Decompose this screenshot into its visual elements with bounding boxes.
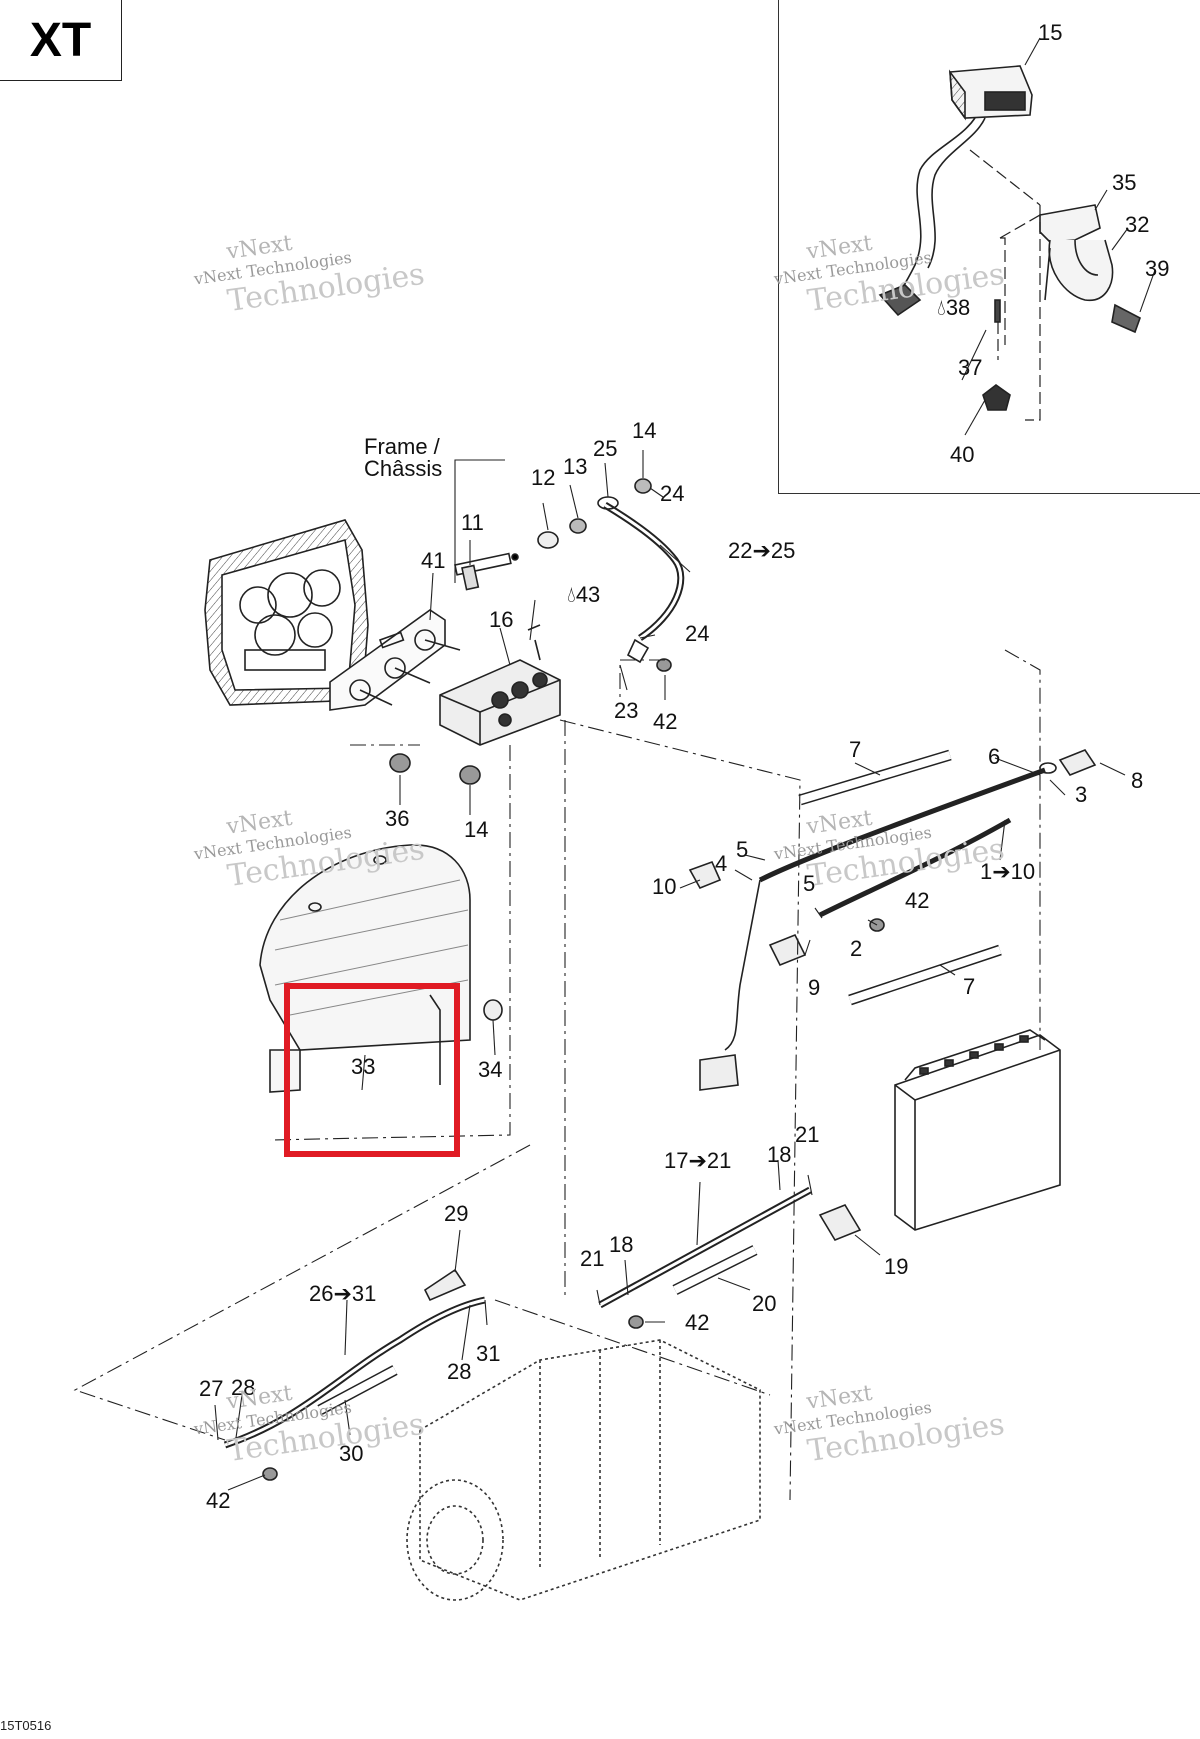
nuts-and-caps [262, 658, 885, 1481]
callout-22-25: 22➔25 [728, 538, 796, 563]
callout-28-right: 28 [447, 1359, 472, 1384]
cable-17-21 [598, 1186, 862, 1309]
callout-2: 2 [850, 936, 863, 961]
callout-42-middle: 42 [905, 888, 930, 913]
callout-34: 34 [478, 1057, 503, 1082]
callout-20: 20 [752, 1291, 777, 1316]
callout-38: 💧︎38 [937, 295, 971, 320]
callout-31: 31 [476, 1341, 501, 1366]
callout-7-upper: 7 [849, 737, 862, 762]
callout-39: 39 [1145, 256, 1170, 281]
callout-17-21: 17➔21 [664, 1148, 732, 1173]
cable-26-31 [223, 1268, 486, 1449]
gauge-assembly [878, 37, 1156, 436]
callout-4: 4 [715, 851, 728, 876]
callout-12: 12 [531, 465, 556, 490]
callout-7-lower: 7 [963, 974, 976, 999]
highlight-box-33[interactable] [284, 983, 460, 1157]
callout-35: 35 [1112, 170, 1137, 195]
frame-plate [204, 519, 369, 706]
callout-21-left: 21 [580, 1246, 605, 1271]
callout-25: 25 [593, 436, 618, 461]
callout-18-left: 18 [609, 1232, 634, 1257]
callout-5-upper: 5 [736, 837, 749, 862]
starter-solenoid [439, 624, 561, 746]
callout-27: 27 [199, 1376, 224, 1401]
model-tag: XT [0, 0, 122, 81]
callout-21-right: 21 [795, 1122, 820, 1147]
callout-41: 41 [421, 548, 446, 573]
callout-10: 10 [652, 874, 677, 899]
callout-30: 30 [339, 1441, 364, 1466]
drawing-code: 15T0516 [0, 1718, 52, 1733]
callout-36: 36 [385, 806, 410, 831]
callout-6: 6 [988, 744, 1001, 769]
callout-42-upper: 42 [653, 709, 678, 734]
callout-15: 15 [1038, 20, 1063, 45]
fasteners-upper [454, 459, 652, 591]
starter-motor [406, 1339, 761, 1601]
callout-33: 33 [351, 1054, 376, 1079]
callout-18-right: 18 [767, 1142, 792, 1167]
callout-29: 29 [444, 1201, 469, 1226]
frame-label: Frame /Châssis [364, 434, 443, 481]
callout-3: 3 [1075, 782, 1088, 807]
inset-detail-frame [778, 0, 1200, 494]
callout-28-left: 28 [231, 1375, 256, 1400]
callout-9: 9 [808, 975, 821, 1000]
callout-42-bottom: 42 [206, 1488, 231, 1513]
callout-11: 11 [461, 510, 484, 535]
callout-1-10: 1➔10 [980, 859, 1036, 884]
callout-40: 40 [950, 442, 975, 467]
routing-lines [73, 649, 1041, 1501]
callout-43: 💧︎43 [567, 582, 601, 607]
battery-cables [688, 749, 1097, 1091]
callout-24-lower: 24 [685, 621, 710, 646]
battery [894, 1029, 1061, 1231]
callout-23: 23 [614, 698, 639, 723]
callout-5-lower: 5 [803, 871, 816, 896]
callout-14-upper: 14 [632, 418, 657, 443]
oil-drop-icon: 💧︎ [567, 582, 576, 607]
callout-14-lower: 14 [464, 817, 489, 842]
oil-drop-icon: 💧︎ [937, 295, 946, 320]
callout-32: 32 [1125, 212, 1150, 237]
leader-lines [214, 450, 1126, 1491]
cable-22-25 [597, 496, 685, 664]
callout-37: 37 [958, 355, 983, 380]
callout-42-lower: 42 [685, 1310, 710, 1335]
callout-19: 19 [884, 1254, 909, 1279]
mount-bracket [329, 609, 461, 711]
callout-24-upper: 24 [660, 481, 685, 506]
callout-16: 16 [489, 607, 514, 632]
callout-13: 13 [563, 454, 588, 479]
callout-8: 8 [1131, 768, 1144, 793]
callout-26-31: 26➔31 [309, 1281, 377, 1306]
